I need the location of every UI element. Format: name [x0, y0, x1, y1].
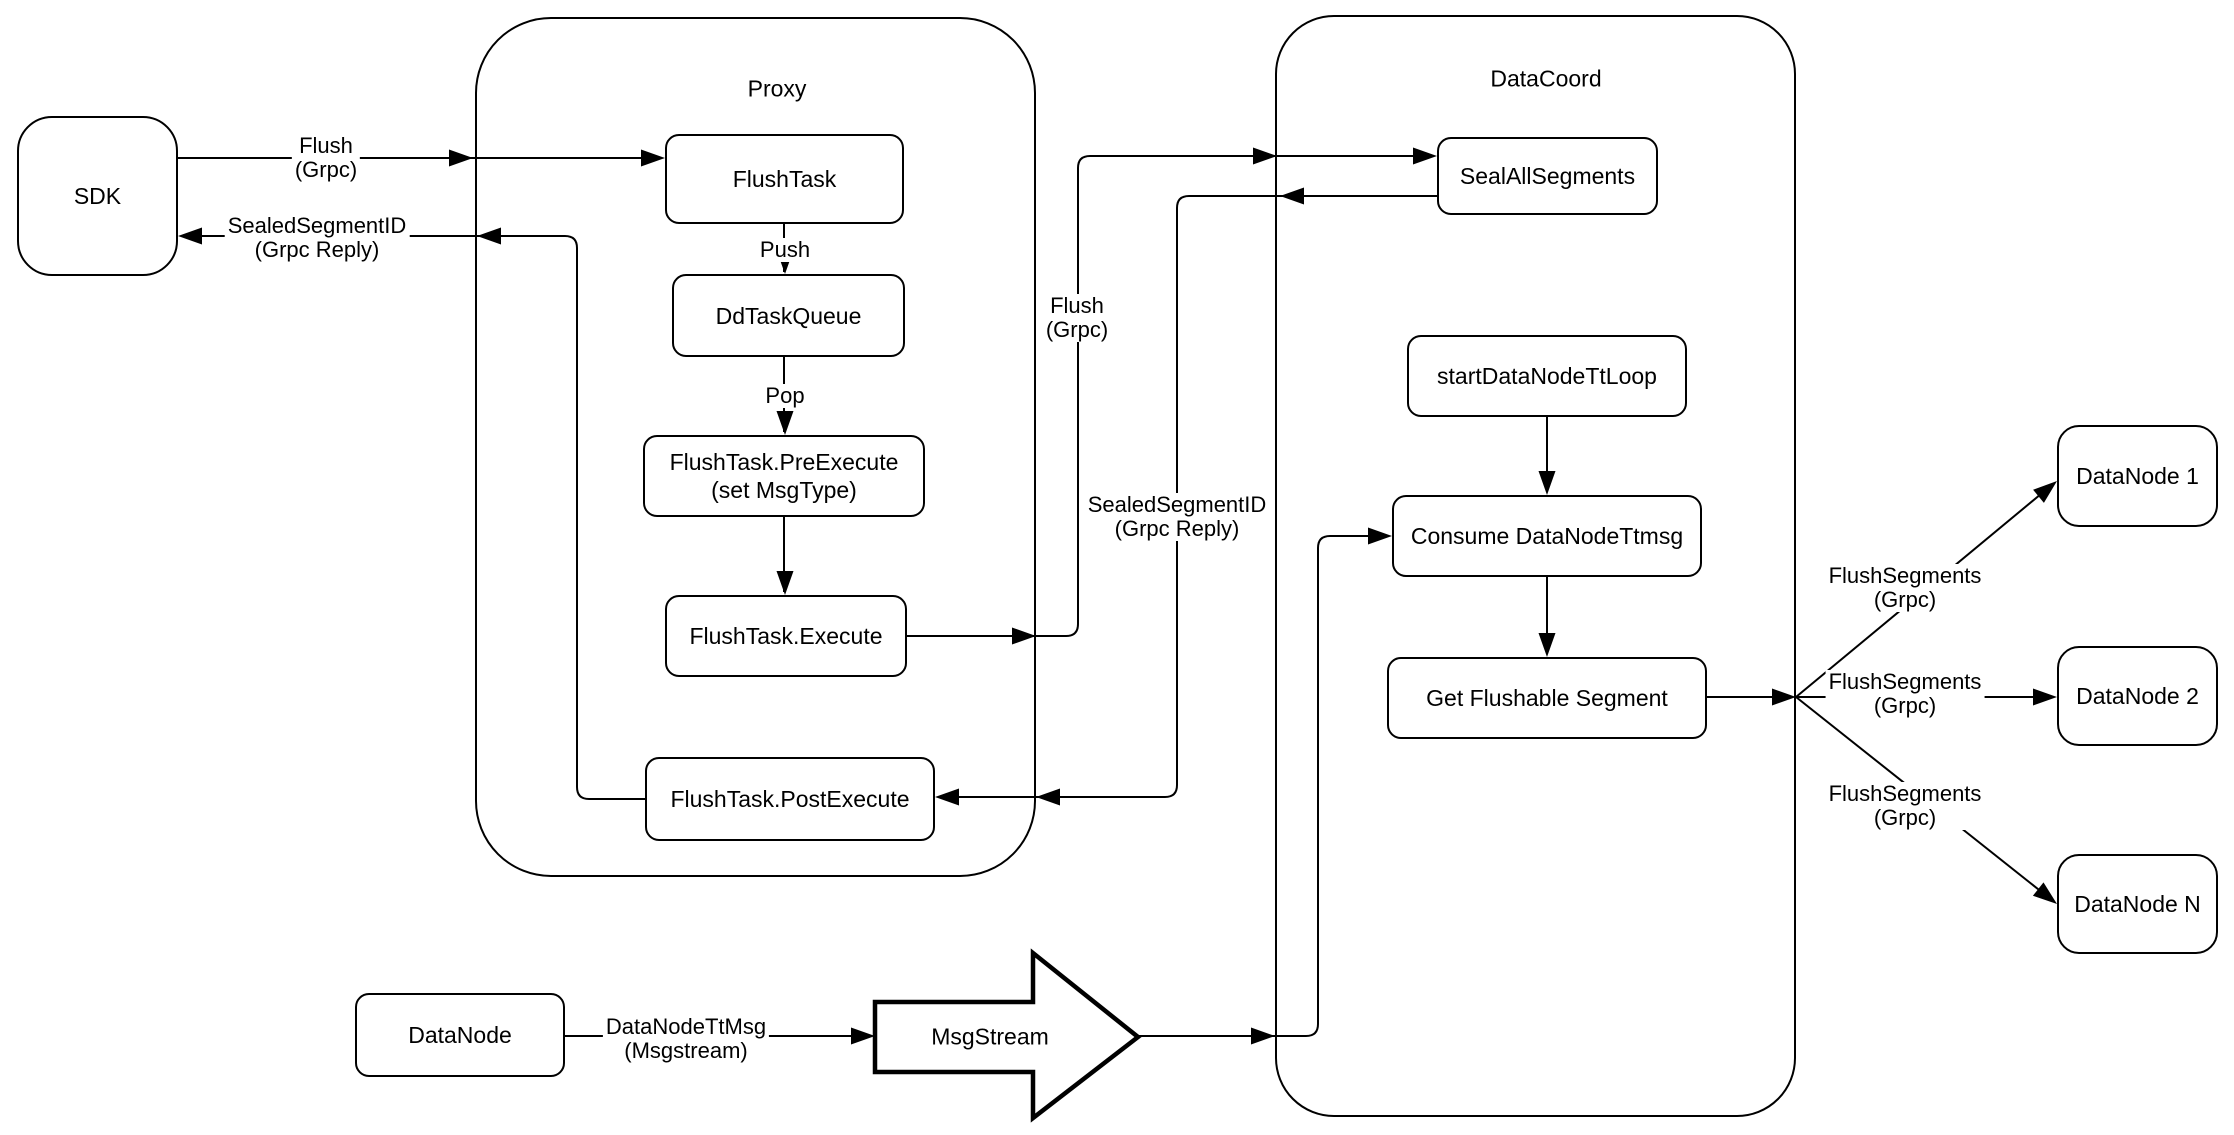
edge-label-flushsegments-3: FlushSegments (Grpc) [1825, 781, 1985, 830]
node-sdk: SDK [17, 116, 178, 276]
node-postexecute-label: FlushTask.PostExecute [670, 786, 910, 812]
edge-label-sealedsegmentid-sdk: SealedSegmentID (Grpc Reply) [224, 213, 410, 262]
arrowheads [178, 147, 2057, 1045]
edge-execute-to-sealallsegments [907, 155, 1434, 637]
node-flushtask-label: FlushTask [732, 166, 837, 192]
proxy-container-title: Proxy [747, 75, 807, 102]
node-postexecute: FlushTask.PostExecute [645, 757, 935, 841]
edge-label-datanodettmsg-line2: (Msgstream) [624, 1038, 748, 1063]
node-datanode-2-label: DataNode 2 [2076, 683, 2199, 709]
edge-label-flushsegments-2-line1: FlushSegments [1828, 669, 1982, 694]
edge-label-flushsegments-2-line2: (Grpc) [1873, 693, 1937, 718]
edge-label-sealedsegmentid-datacoord: SealedSegmentID (Grpc Reply) [1084, 492, 1270, 541]
node-startdatanodettloop: startDataNodeTtLoop [1407, 335, 1687, 417]
node-consumedatanodettmsg: Consume DataNodeTtmsg [1392, 495, 1702, 577]
edge-label-flush-grpc-datacoord: Flush (Grpc) [1042, 293, 1112, 342]
edge-label-datanodettmsg-line1: DataNodeTtMsg [605, 1014, 767, 1039]
node-preexecute-label-line1: FlushTask.PreExecute [669, 449, 899, 475]
node-getflushablesegment: Get Flushable Segment [1387, 657, 1707, 739]
edge-label-pop-text: Pop [765, 383, 805, 408]
proxy-container [475, 17, 1036, 877]
edge-label-sealedsegmentid-sdk-line2: (Grpc Reply) [254, 237, 380, 262]
node-startdatanodettloop-label: startDataNodeTtLoop [1437, 363, 1657, 389]
edge-label-flush-grpc-sdk-line1: Flush [299, 133, 353, 158]
node-sealallsegments-label: SealAllSegments [1459, 163, 1636, 189]
edge-label-flushsegments-2: FlushSegments (Grpc) [1825, 669, 1985, 718]
edge-postexecute-to-sdk [181, 235, 645, 800]
node-flushtask: FlushTask [665, 134, 904, 224]
msgstream-arrow-shape [872, 948, 1142, 1123]
node-getflushablesegment-label: Get Flushable Segment [1426, 685, 1668, 711]
edge-label-flushsegments-1-line2: (Grpc) [1873, 587, 1937, 612]
edge-label-sealedsegmentid-datacoord-line2: (Grpc Reply) [1114, 516, 1240, 541]
edge-label-pop: Pop [762, 383, 808, 408]
node-execute-label: FlushTask.Execute [689, 623, 883, 649]
datacoord-container [1275, 15, 1796, 1117]
edge-label-flush-grpc-datacoord-line2: (Grpc) [1045, 317, 1109, 342]
node-datanode-bottom-label: DataNode [408, 1022, 512, 1048]
edge-label-sealedsegmentid-datacoord-line1: SealedSegmentID [1087, 492, 1267, 517]
node-datanode-bottom: DataNode [355, 993, 565, 1077]
edge-label-push: Push [756, 237, 814, 262]
edge-label-datanodettmsg: DataNodeTtMsg (Msgstream) [602, 1014, 770, 1063]
edge-label-flushsegments-3-line1: FlushSegments [1828, 781, 1982, 806]
node-ddtaskqueue-label: DdTaskQueue [715, 302, 862, 329]
edge-label-flush-grpc-datacoord-line1: Flush [1050, 293, 1104, 318]
node-sdk-label: SDK [73, 183, 122, 209]
edge-label-flushsegments-1-line1: FlushSegments [1828, 563, 1982, 588]
msgstream-shape-label: MsgStream [931, 1023, 1049, 1050]
edge-label-flushsegments-3-line2: (Grpc) [1873, 805, 1937, 830]
edge-label-flushsegments-1: FlushSegments (Grpc) [1825, 563, 1985, 612]
node-datanode-2: DataNode 2 [2057, 646, 2218, 746]
node-datanode-1: DataNode 1 [2057, 425, 2218, 527]
node-sealallsegments: SealAllSegments [1437, 137, 1658, 215]
node-datanode-n-label: DataNode N [2074, 891, 2201, 917]
node-datanode-1-label: DataNode 1 [2076, 463, 2199, 489]
datacoord-container-title: DataCoord [1490, 65, 1602, 92]
edge-label-flush-grpc-sdk: Flush (Grpc) [291, 133, 361, 182]
node-preexecute-label-line2: (set MsgType) [711, 477, 857, 503]
node-datanode-n: DataNode N [2057, 854, 2218, 954]
edge-label-flush-grpc-sdk-line2: (Grpc) [294, 157, 358, 182]
node-ddtaskqueue: DdTaskQueue [672, 274, 905, 357]
node-preexecute: FlushTask.PreExecute (set MsgType) [643, 435, 925, 517]
edge-label-sealedsegmentid-sdk-line1: SealedSegmentID [227, 213, 407, 238]
edge-label-push-text: Push [759, 237, 811, 262]
node-execute: FlushTask.Execute [665, 595, 907, 677]
node-consumedatanodettmsg-label: Consume DataNodeTtmsg [1410, 523, 1684, 549]
edge-msgstream-to-consume [1138, 535, 1389, 1037]
